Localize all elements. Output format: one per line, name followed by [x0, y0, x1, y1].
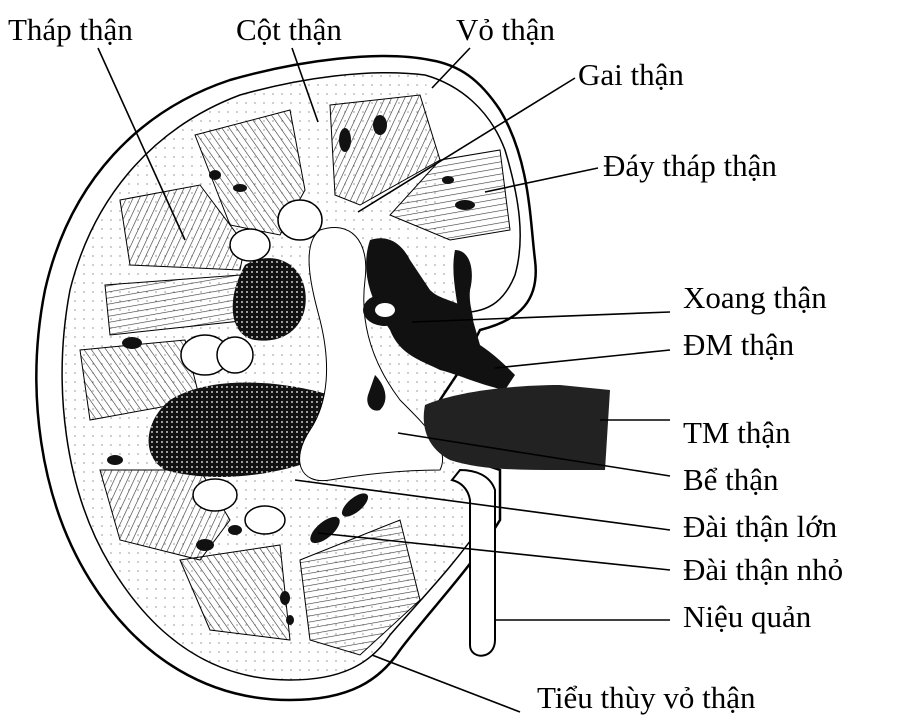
- label-dai-than-nho: Đài thận nhỏ: [683, 552, 843, 587]
- label-tm-than: TM thận: [683, 415, 791, 450]
- minor-calyx: [217, 337, 253, 373]
- minor-calyx: [193, 479, 237, 511]
- label-nieu-quan: Niệu quản: [683, 599, 812, 634]
- label-day-thap-than: Đáy tháp thận: [603, 148, 777, 183]
- minor-calyx: [230, 229, 270, 261]
- label-gai-than: Gai thận: [578, 57, 684, 92]
- label-thap-than: Tháp thận: [8, 12, 133, 47]
- minor-calyx: [245, 506, 285, 534]
- label-dm-than: ĐM thận: [683, 327, 795, 362]
- renal-vein: [424, 385, 610, 470]
- renal-sinus-fat: [233, 258, 306, 341]
- leader-tieu-thuy-vo-than: [372, 655, 520, 712]
- label-be-than: Bể thận: [683, 462, 779, 497]
- label-dai-than-lon: Đài thận lớn: [683, 509, 838, 544]
- label-xoang-than: Xoang thận: [683, 280, 827, 315]
- label-cot-than: Cột thận: [236, 12, 342, 47]
- label-vo-than: Vỏ thận: [456, 12, 556, 47]
- leader-dm-than: [495, 350, 670, 368]
- label-tieu-thuy-vo-than: Tiểu thùy vỏ thận: [537, 680, 756, 715]
